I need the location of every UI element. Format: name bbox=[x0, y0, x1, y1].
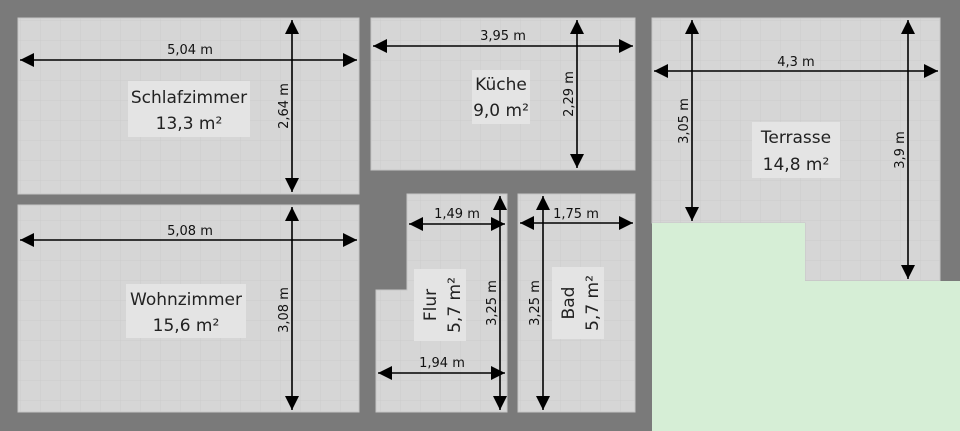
room-area-kueche: 9,0 m² bbox=[473, 101, 529, 121]
label-bad: Bad 5,7 m² bbox=[552, 267, 604, 339]
room-area-schlafzimmer: 13,3 m² bbox=[156, 114, 223, 134]
label-terrasse: Terrasse 14,8 m² bbox=[752, 122, 840, 178]
room-area-bad: 5,7 m² bbox=[583, 275, 603, 331]
garden-area bbox=[652, 223, 960, 431]
label-bg bbox=[472, 70, 530, 124]
label-bg bbox=[752, 122, 840, 178]
label-flur: Flur 5,7 m² bbox=[414, 269, 466, 341]
dim-label-schlafzimmer-width: 5,04 m bbox=[167, 43, 213, 58]
label-schlafzimmer: Schlafzimmer 13,3 m² bbox=[128, 81, 250, 137]
dim-label-flur-width-bottom: 1,94 m bbox=[419, 356, 465, 371]
dim-label-flur-height: 3,25 m bbox=[485, 280, 500, 326]
dim-label-terrasse-width: 4,3 m bbox=[777, 55, 814, 70]
room-name-terrasse: Terrasse bbox=[760, 128, 831, 148]
room-area-terrasse: 14,8 m² bbox=[763, 155, 830, 175]
room-name-flur: Flur bbox=[421, 289, 441, 321]
dim-label-wohnzimmer-width: 5,08 m bbox=[167, 224, 213, 239]
room-name-kueche: Küche bbox=[475, 75, 527, 95]
room-area-flur: 5,7 m² bbox=[445, 277, 465, 333]
room-labels: Schlafzimmer 13,3 m² Küche 9,0 m² Terras… bbox=[126, 70, 840, 341]
dim-label-flur-width-top: 1,49 m bbox=[434, 207, 480, 222]
dimension-lines bbox=[20, 20, 938, 410]
room-name-wohnzimmer: Wohnzimmer bbox=[130, 290, 242, 310]
dimension-labels: 5,04 m 2,64 m 3,95 m 2,29 m 4,3 m 3,05 m… bbox=[167, 29, 908, 371]
dim-label-schlafzimmer-height: 2,64 m bbox=[277, 83, 292, 129]
label-bg bbox=[552, 267, 604, 339]
room-area-wohnzimmer: 15,6 m² bbox=[153, 316, 220, 336]
room-name-bad: Bad bbox=[559, 287, 579, 320]
label-kueche: Küche 9,0 m² bbox=[472, 70, 530, 124]
label-bg bbox=[128, 81, 250, 137]
label-bg bbox=[126, 284, 246, 338]
dim-label-bad-width: 1,75 m bbox=[553, 207, 599, 222]
label-wohnzimmer: Wohnzimmer 15,6 m² bbox=[126, 284, 246, 338]
room-name-schlafzimmer: Schlafzimmer bbox=[131, 88, 247, 108]
dim-label-terrasse-height-left: 3,05 m bbox=[677, 98, 692, 144]
dim-label-kueche-height: 2,29 m bbox=[562, 71, 577, 117]
dim-label-wohnzimmer-height: 3,08 m bbox=[277, 287, 292, 333]
label-bg bbox=[414, 269, 466, 341]
dim-label-terrasse-height-right: 3,9 m bbox=[893, 131, 908, 168]
dim-label-kueche-width: 3,95 m bbox=[480, 29, 526, 44]
dim-label-bad-height: 3,25 m bbox=[528, 280, 543, 326]
